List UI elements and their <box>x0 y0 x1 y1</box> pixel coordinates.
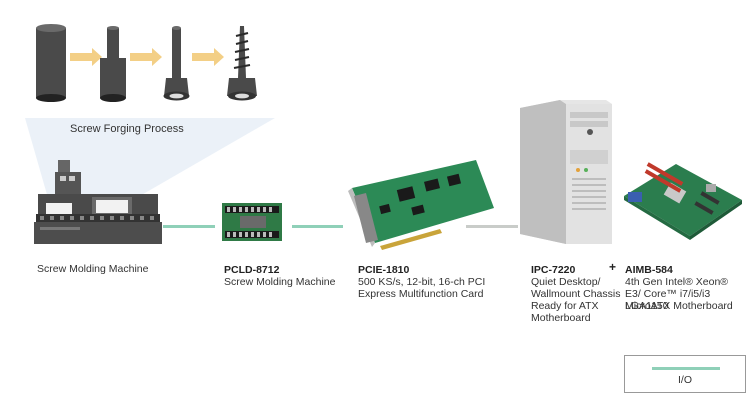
spotlight-beam <box>25 118 275 212</box>
ipc-model: IPC-7220 <box>531 264 576 276</box>
arrow-1-icon <box>70 48 102 66</box>
forging-process-label: Screw Forging Process <box>70 123 184 135</box>
aimb-desc-1: E3/ Core™ i7/i5/i3 LGA1150 <box>625 288 711 312</box>
aimb-desc-0: 4th Gen Intel® Xeon® <box>625 276 729 288</box>
molding-machine-label: Screw Molding Machine <box>37 263 149 275</box>
pcld-desc-0: Screw Molding Machine <box>224 276 336 288</box>
io-connector-2 <box>292 225 343 228</box>
ipc-desc-1: Wallmount Chassis <box>531 288 621 300</box>
rod-stage-3-icon <box>163 26 190 101</box>
ipc-desc-3: Motherboard <box>531 312 591 324</box>
legend-io-swatch <box>652 367 720 370</box>
screw-final-icon <box>227 26 257 101</box>
aimb-model: AIMB-584 <box>625 264 673 276</box>
arrow-3-icon <box>192 48 224 66</box>
aimb-desc-2: MicroATX Motherboard <box>625 300 733 312</box>
pcld-model: PCLD-8712 <box>224 264 280 276</box>
ipc-desc-2: Ready for ATX <box>531 300 599 312</box>
bus-connector <box>466 225 518 228</box>
legend-io-label: I/O <box>677 374 692 386</box>
io-connector-1 <box>163 225 215 228</box>
ipc-desc-0: Quiet Desktop/ <box>531 276 601 288</box>
rod-stage-2-icon <box>100 26 126 102</box>
pcie-desc-0: 500 KS/s, 12-bit, 16-ch PCI <box>358 276 486 288</box>
pcie-model: PCIE-1810 <box>358 264 410 276</box>
plus-sign: + <box>609 260 617 274</box>
rod-stage-1-icon <box>36 24 66 102</box>
arrow-2-icon <box>130 48 162 66</box>
legend: I/O <box>624 355 746 393</box>
pcie-desc-1: Express Multifunction Card <box>358 288 484 300</box>
